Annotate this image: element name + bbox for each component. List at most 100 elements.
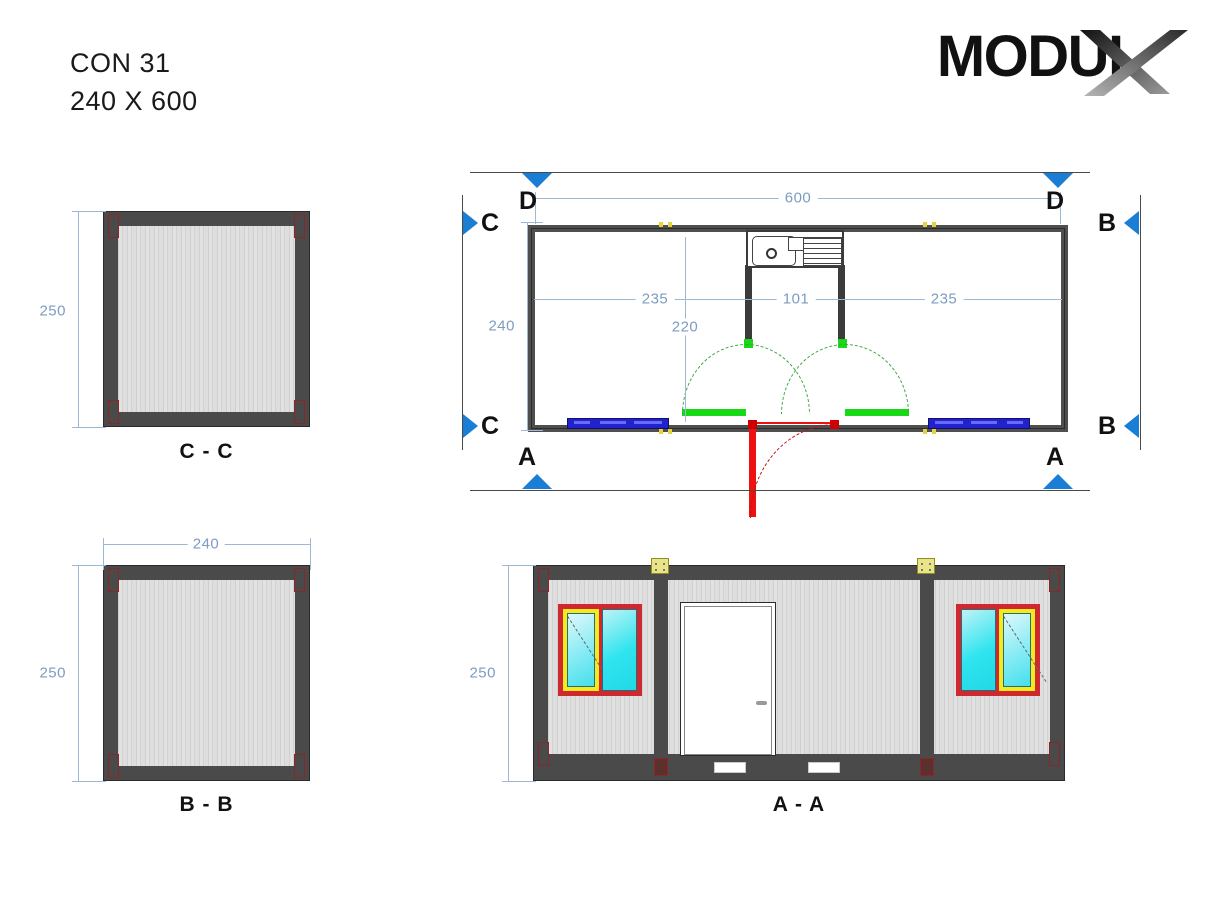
plan-dim-240-tick-top — [521, 222, 543, 223]
bb-height-dimension: 250 — [39, 664, 66, 682]
plan-overall-width-dimension: 240 — [488, 317, 515, 335]
section-arrow-c-bottom — [463, 414, 478, 438]
section-label-a-right: A — [1046, 443, 1065, 471]
section-label-c-top: C — [481, 209, 500, 237]
cc-corner-br — [294, 400, 305, 424]
aa-base-marker-right — [920, 758, 934, 776]
sink-drainboard — [803, 237, 842, 266]
aa-post-right — [920, 580, 934, 754]
plan-entry-door-head — [752, 422, 836, 424]
aa-dim-tick-bottom — [502, 781, 536, 782]
bb-corner-br — [294, 754, 305, 778]
section-label-b-bottom: B — [1098, 412, 1117, 440]
plan-hinge-bottom-left-2 — [668, 429, 672, 434]
aa-window-left — [558, 604, 642, 696]
bb-dim-tick-right — [310, 538, 311, 570]
aa-dim-line-vertical — [508, 565, 509, 781]
aa-hinge-right — [917, 558, 935, 574]
plan-partition-left — [745, 265, 752, 343]
plan-overall-length-dimension: 600 — [778, 189, 818, 207]
cc-panel — [118, 226, 295, 412]
bb-view-label: B - B — [179, 793, 234, 816]
aa-door-handle — [756, 701, 767, 705]
bb-width-dimension: 240 — [187, 535, 225, 553]
bb-corner-tr — [294, 568, 305, 592]
plan-entry-door-leaf — [749, 422, 756, 517]
bb-dim-tick-left — [103, 538, 104, 570]
plan-dim-240-line — [527, 222, 528, 430]
plan-room-right-dimension: 235 — [924, 290, 964, 308]
plan-room-left-dimension: 235 — [635, 290, 675, 308]
aa-dim-tick-top — [502, 565, 536, 566]
aa-window-left-casement — [563, 609, 611, 691]
plan-section-line-cc — [462, 195, 463, 450]
plan-hinge-bottom-right-2 — [932, 429, 936, 434]
sink-drain — [766, 248, 777, 259]
bb-dim-line-vertical — [78, 565, 79, 781]
plan-door-offset-dimension: 220 — [666, 318, 704, 336]
bb-dim-tick-top — [72, 565, 106, 566]
plan-wall-inner-line — [531, 228, 1065, 429]
drawing-title: CON 31 — [70, 48, 171, 78]
aa-base-marker-left — [654, 758, 668, 776]
plan-dim-600-tick-left — [535, 192, 536, 224]
plan-hinge-bottom-right — [923, 429, 927, 434]
aa-view-label: A - A — [772, 793, 826, 816]
aa-window-right — [956, 604, 1047, 696]
aa-door-panel — [684, 606, 772, 755]
cc-dim-line-vertical — [78, 211, 79, 427]
plan-door-left-hinge — [744, 339, 753, 348]
bb-corner-tl — [108, 568, 119, 592]
cc-frame — [103, 211, 310, 427]
cc-corner-tl — [108, 214, 119, 238]
aa-height-dimension: 250 — [469, 664, 496, 682]
aa-window-right-glass-fixed — [961, 609, 996, 691]
cc-corner-bl — [108, 400, 119, 424]
aa-window-right-glass-opening — [1003, 613, 1031, 687]
section-label-a-left: A — [518, 443, 537, 471]
sink-tap — [788, 237, 804, 251]
section-arrow-a-right — [1043, 474, 1073, 489]
aa-post-left — [654, 580, 668, 754]
plan-window-right — [928, 418, 1030, 429]
plan-hinge-bottom-left — [659, 429, 663, 434]
plan-window-left — [567, 418, 669, 429]
modulx-logo: MODUL — [894, 18, 1194, 96]
section-label-b-top: B — [1098, 209, 1117, 237]
aa-corner-tl — [538, 568, 549, 592]
cc-corner-tr — [294, 214, 305, 238]
section-arrow-b-bottom — [1124, 414, 1139, 438]
plan-hinge-top-right — [923, 222, 927, 227]
plan-section-line-bb — [1140, 195, 1141, 450]
aa-window-left-glass-opening — [567, 613, 595, 687]
aa-fork-pocket-left — [714, 762, 746, 773]
section-label-c-bottom: C — [481, 412, 500, 440]
section-label-d-right: D — [1046, 187, 1065, 215]
plan-hinge-top-left-2 — [668, 222, 672, 227]
plan-hinge-top-right-2 — [932, 222, 936, 227]
aa-fork-pocket-right — [808, 762, 840, 773]
aa-window-right-casement — [999, 609, 1047, 691]
aa-door — [680, 602, 776, 756]
plan-section-line-dd — [470, 172, 1090, 173]
section-arrow-d-left — [522, 173, 552, 188]
section-arrow-d-right — [1043, 173, 1073, 188]
aa-frame — [533, 565, 1065, 781]
plan-door-right-hinge — [838, 339, 847, 348]
cc-view-label: C - C — [179, 440, 234, 463]
section-arrow-c-top — [463, 211, 478, 235]
plan-dim-240-tick-bottom — [521, 430, 543, 431]
plan-hinge-top-left — [659, 222, 663, 227]
plan-section-line-aa — [470, 490, 1090, 491]
plan-vestibule-dimension: 101 — [776, 290, 816, 308]
aa-corner-tr — [1049, 568, 1060, 592]
cc-height-dimension: 250 — [39, 302, 66, 320]
bb-frame — [103, 565, 310, 781]
cc-dim-tick-bottom — [72, 427, 106, 428]
title-block: CON 31 240 X 600 — [70, 44, 198, 120]
section-arrow-b-top — [1124, 211, 1139, 235]
aa-window-left-glass-fixed — [602, 609, 637, 691]
drawing-subtitle: 240 X 600 — [70, 86, 198, 116]
aa-corner-br — [1049, 742, 1060, 766]
logo-x-mark — [1080, 30, 1188, 96]
